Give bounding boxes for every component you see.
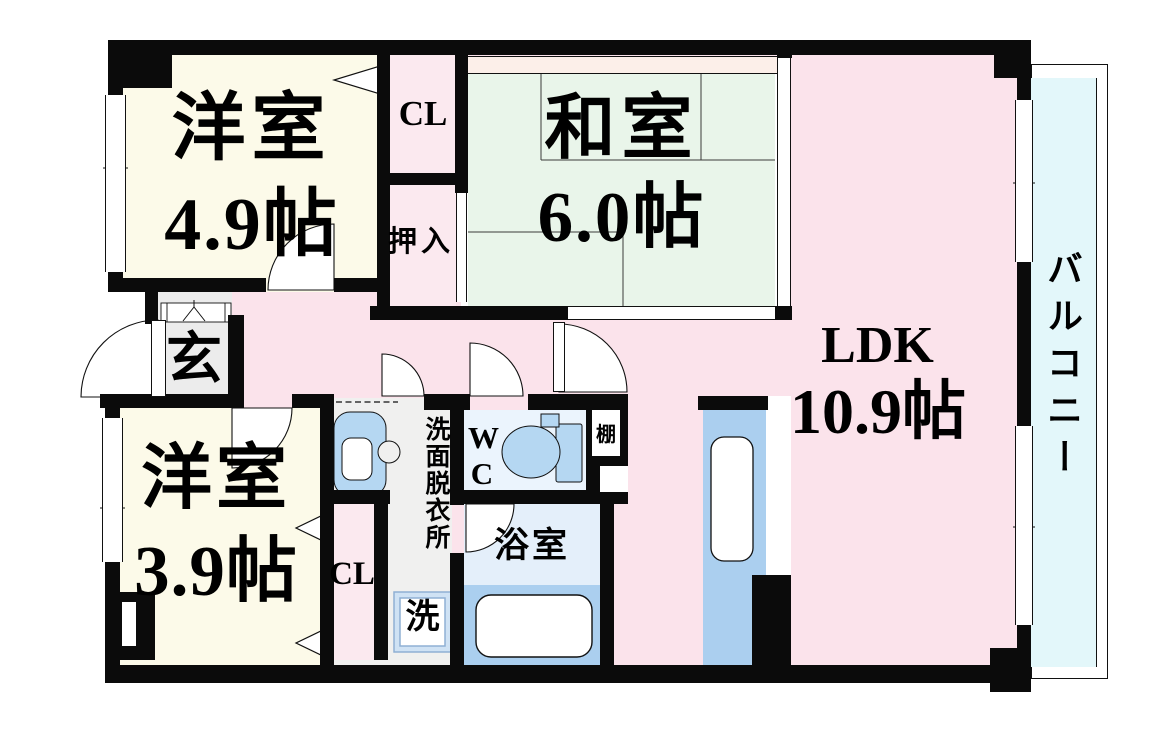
room-size: 3.9帖 (134, 533, 298, 611)
wall-segment (450, 553, 464, 683)
shelf-recess (600, 466, 628, 492)
room-japanese-6-0-floor (468, 74, 775, 306)
wall-segment (145, 286, 158, 324)
tatami-edge-strip (461, 56, 781, 74)
wall-segment (334, 490, 390, 504)
wall-segment (994, 40, 1031, 78)
room-name: 洋室 (140, 440, 291, 518)
sliding-window (1015, 426, 1033, 625)
wc-label-line2: C (470, 456, 494, 491)
shelf-recess (592, 410, 620, 456)
balcony-label: バルコニー (1042, 249, 1082, 485)
room-size: 4.9帖 (164, 184, 339, 266)
room-name: 和室 (544, 90, 699, 168)
wall-segment (108, 40, 1031, 55)
room-name: LDK (821, 317, 934, 374)
wall-segment (468, 306, 570, 320)
wall-segment (377, 173, 468, 185)
oshiire-label: 押入 (387, 226, 454, 258)
wall-segment (374, 504, 388, 660)
wall-segment (228, 315, 244, 408)
wall-segment (1017, 78, 1031, 102)
room-ldk-label: LDK 10.9帖 (780, 320, 975, 444)
wc-label: W C (468, 420, 499, 492)
closet-upper-floor (390, 55, 455, 173)
room-western-3-9-label: 洋室 3.9帖 (110, 444, 322, 608)
wall-segment (100, 394, 232, 408)
entrance-door-leaf (151, 320, 166, 397)
wall-segment (108, 278, 266, 292)
room-western-4-9-label: 洋室 4.9帖 (123, 92, 380, 262)
wall-segment (600, 490, 614, 683)
window (105, 95, 126, 272)
room-size: 6.0帖 (537, 179, 706, 257)
wall-segment (1017, 262, 1031, 426)
washroom-label: 洗面脱衣所 (422, 416, 449, 551)
wall-segment (320, 394, 334, 683)
wall-segment (455, 55, 468, 193)
wall-segment (1017, 625, 1031, 667)
kitchen-counter-end (698, 396, 768, 410)
wall-segment (370, 306, 468, 320)
sliding-window (1015, 100, 1033, 262)
pipe-space-slot (122, 602, 136, 646)
japanese-room-sliding-door (568, 306, 775, 320)
wall-segment (334, 278, 390, 292)
room-japanese-6-0-label: 和室 6.0帖 (468, 94, 775, 254)
kitchen-counter-edge (766, 396, 791, 575)
wall-segment (773, 306, 792, 320)
japanese-room-sliding-partition (777, 58, 791, 306)
closet-lower-label: CL (329, 556, 375, 592)
entrance-label: 玄 (166, 329, 222, 391)
room-name: 洋室 (171, 88, 332, 170)
room-western-4-9-floor (123, 55, 380, 292)
wc-label-line1: W (468, 420, 499, 455)
wall-segment (450, 490, 614, 504)
wall-segment (752, 575, 791, 683)
wall-segment (105, 665, 1031, 683)
wall-segment (377, 55, 390, 320)
wall-segment (777, 40, 792, 58)
closet-lower-floor (334, 504, 374, 660)
oshiire-fusuma-door (456, 193, 467, 302)
closet-upper-label: CL (398, 94, 448, 133)
laundry-label: 洗 (405, 599, 440, 636)
window (102, 418, 123, 562)
wall-segment (450, 394, 464, 505)
ldk-door-leaf (553, 322, 565, 392)
shelf-label: 棚 (596, 424, 616, 446)
bathroom-label: 浴室 (493, 526, 570, 565)
oshiire-floor (390, 185, 456, 306)
room-size: 10.9帖 (790, 376, 966, 447)
balcony-floor (1031, 78, 1097, 667)
